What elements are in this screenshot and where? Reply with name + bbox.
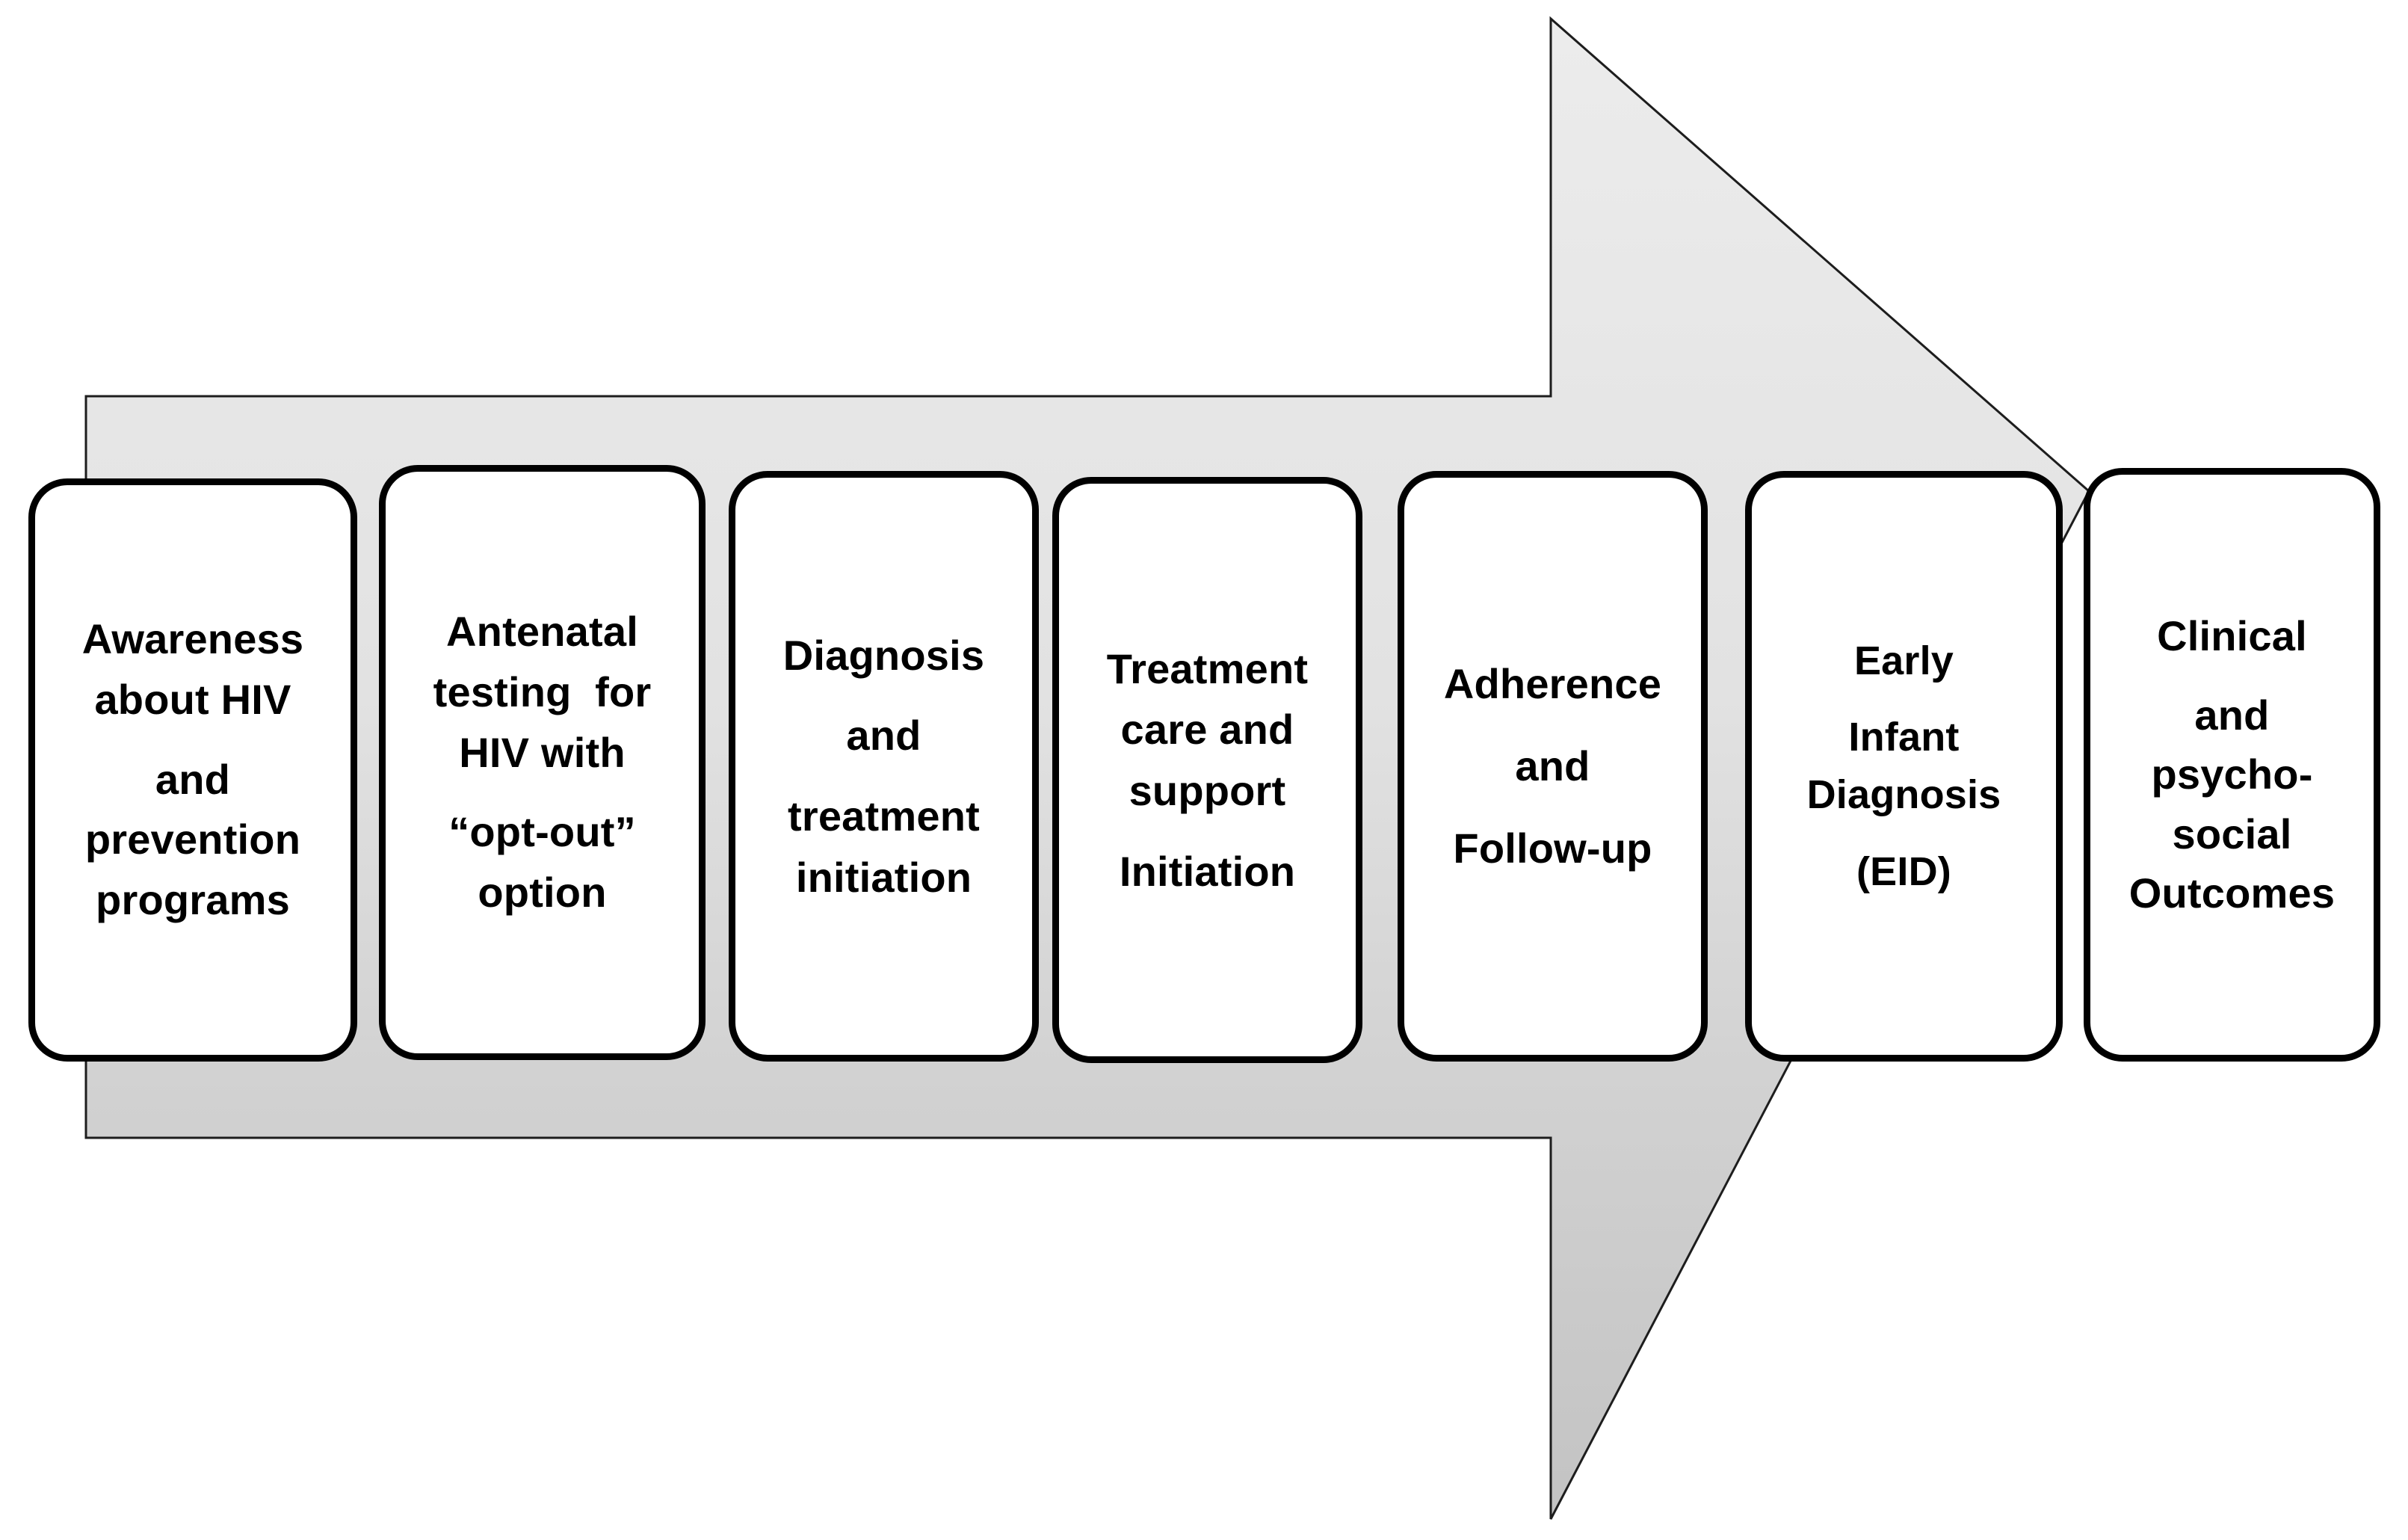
step-line: Diagnosis xyxy=(1806,772,2001,817)
step-line: programs xyxy=(96,875,290,923)
step-line: care and xyxy=(1120,706,1294,754)
step-line: initiation xyxy=(795,853,972,901)
step-line: Treatment xyxy=(1106,644,1309,692)
step-line: (EID) xyxy=(1856,848,1951,894)
step-line: Outcomes xyxy=(2128,869,2336,917)
step-line: and xyxy=(2194,691,2270,739)
step-line: Adherence xyxy=(1443,660,1662,707)
step-line: “opt-out” xyxy=(448,808,636,856)
step-line: treatment xyxy=(788,792,980,840)
step-line: and xyxy=(846,712,921,760)
step-line: Antenatal xyxy=(446,608,638,656)
step-line: and xyxy=(1515,742,1590,789)
step-line: Infant xyxy=(1848,715,1960,760)
step-line: HIV with xyxy=(459,728,626,776)
step-line: Early xyxy=(1853,638,1954,683)
step-box-early-infant-diagnosis[interactable]: Early Infant Diagnosis (EID) xyxy=(1745,471,2063,1062)
step-line: Follow-up xyxy=(1453,825,1652,872)
step-line: Diagnosis xyxy=(782,631,985,679)
step-line: Awareness xyxy=(81,615,304,663)
step-box-diagnosis-treatment-initiation[interactable]: Diagnosis and treatment initiation xyxy=(729,471,1039,1062)
step-box-antenatal-testing[interactable]: Antenatal testing for HIV with “opt-out”… xyxy=(379,465,706,1060)
step-line: support xyxy=(1129,767,1286,814)
step-line: Initiation xyxy=(1119,847,1296,895)
step-line: and xyxy=(155,755,231,803)
step-box-awareness[interactable]: Awareness about HIV and prevention progr… xyxy=(28,478,357,1062)
step-line: psycho- xyxy=(2151,751,2313,798)
step-line: testing for xyxy=(433,668,652,716)
step-box-treatment-care-support[interactable]: Treatment care and support Initiation xyxy=(1052,477,1362,1063)
step-box-adherence-followup[interactable]: Adherence and Follow-up xyxy=(1398,471,1708,1062)
step-line: option xyxy=(478,868,607,916)
step-line: social xyxy=(2172,810,2292,857)
step-box-clinical-psychosocial-outcomes[interactable]: Clinical and psycho- social Outcomes xyxy=(2084,468,2380,1062)
step-line: Clinical xyxy=(2157,612,2307,660)
step-line: about HIV xyxy=(94,676,291,724)
step-line: prevention xyxy=(84,816,301,863)
